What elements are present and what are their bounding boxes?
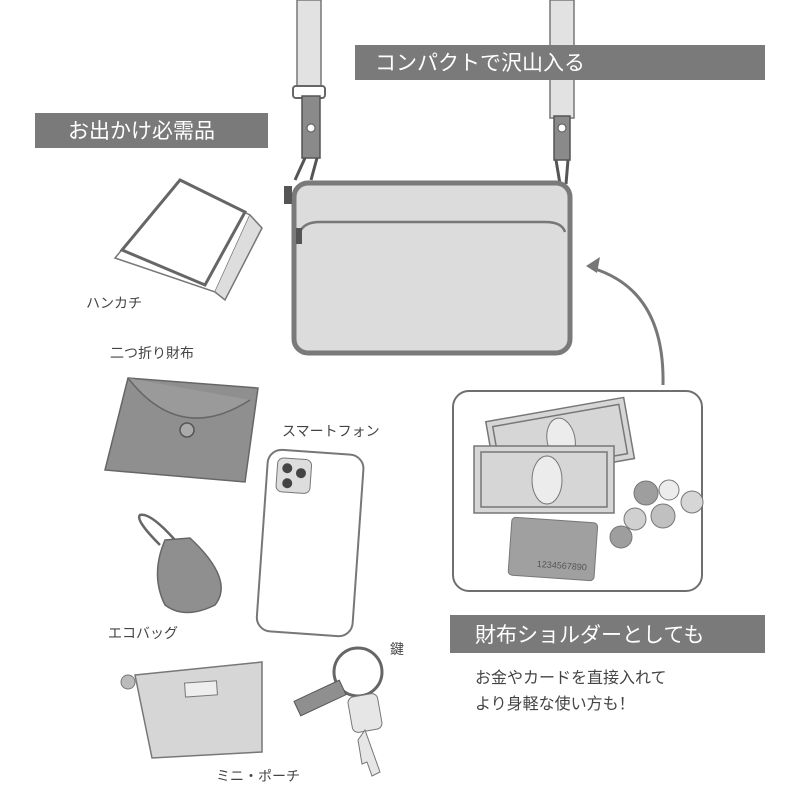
shoulder-bag — [284, 180, 573, 356]
handkerchief-illustration — [113, 178, 263, 302]
compact-banner-text: コンパクトで沢山入る — [375, 51, 585, 75]
arrow-icon — [591, 266, 665, 386]
wallet-shoulder-banner — [450, 615, 765, 653]
wallet-shoulder-banner-text: 財布ショルダーとしても — [475, 623, 704, 647]
eco-bag-label: エコバッグ — [108, 626, 178, 642]
smartphone-illustration — [255, 448, 365, 638]
handkerchief-label: ハンカチ — [86, 296, 142, 312]
bifold-wallet-illustration — [104, 377, 259, 483]
shoulder-strap — [292, 0, 575, 185]
mini-pouch-label: ミニ・ポーチ — [216, 769, 300, 785]
key-label: 鍵 — [390, 642, 404, 658]
zipper-pull-icon — [284, 186, 292, 204]
essentials-banner — [35, 113, 268, 148]
compact-banner — [355, 45, 765, 80]
description-line-2: より身軽な使い方も！ — [475, 694, 635, 713]
smartphone-label: スマートフォン — [282, 424, 380, 440]
description-line-1: お金やカードを直接入れて — [475, 668, 667, 687]
bifold-wallet-label: 二つ折り財布 — [110, 346, 194, 362]
mini-pouch-illustration — [120, 661, 263, 759]
eco-bag-illustration — [137, 513, 222, 614]
essentials-banner-text: お出かけ必需品 — [68, 119, 215, 143]
card-number: 1234567890 — [537, 559, 588, 572]
key-illustration — [293, 646, 384, 777]
wallet-contents-panel: 1234567890 — [452, 390, 704, 592]
